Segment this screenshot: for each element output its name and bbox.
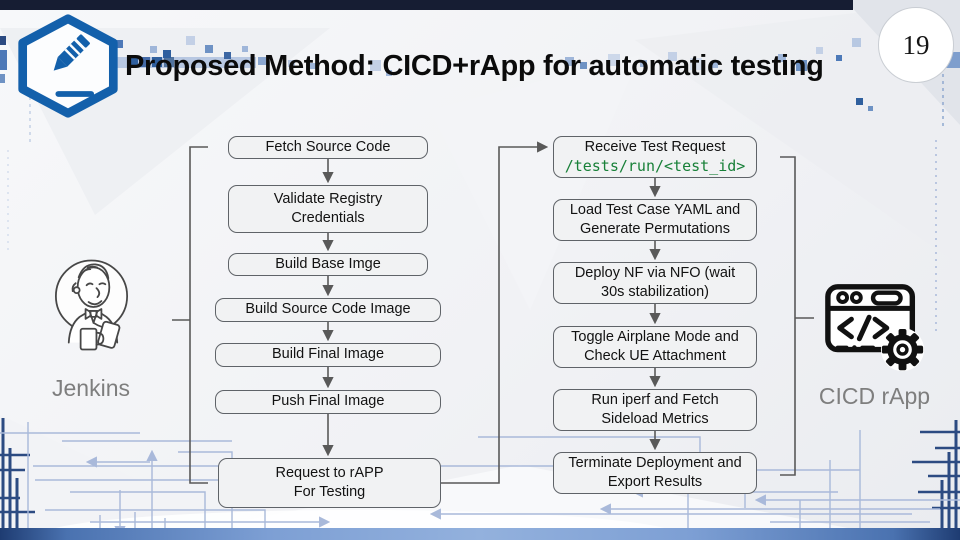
flow-step-label: Request to rAPP For Testing <box>275 464 384 500</box>
bottom-gradient-bar <box>0 528 960 540</box>
cicd-rapp-label: CICD rApp <box>818 383 931 409</box>
flow-step-endpoint-code: /tests/run/<test_id> <box>564 157 746 176</box>
flow-step-validate-registry-credentials: Validate Registry Credentials <box>228 185 428 233</box>
page-number: 19 <box>902 29 930 60</box>
flow-step-label: Run iperf and Fetch Sideload Metrics <box>591 391 719 427</box>
browser-code-gear-icon <box>825 284 925 372</box>
flow-step-terminate-deployment: Terminate Deployment and Export Results <box>553 452 757 494</box>
flow-step-label: Build Final Image <box>271 346 385 363</box>
flow-step-label: Terminate Deployment and Export Results <box>568 454 742 490</box>
top-navy-bar <box>0 0 853 10</box>
flow-step-build-final-image: Build Final Image <box>215 343 441 367</box>
slide-title: Proposed Method: CICD+rApp for automatic… <box>125 50 824 82</box>
page-number-badge: 19 <box>878 7 954 83</box>
flow-step-label: Load Test Case YAML and Generate Permuta… <box>569 201 741 237</box>
flow-step-deploy-nf-via-nfo: Deploy NF via NFO (wait 30s stabilizatio… <box>553 262 757 304</box>
flow-step-load-test-case-yaml: Load Test Case YAML and Generate Permuta… <box>553 199 757 241</box>
jenkins-label: Jenkins <box>52 375 130 401</box>
flow-step-label: Deploy NF via NFO (wait 30s stabilizatio… <box>574 264 736 300</box>
flow-step-label: Build Source Code Image <box>245 301 411 318</box>
gear-icon <box>880 328 925 372</box>
flow-step-label: Receive Test Request <box>584 139 726 156</box>
flow-step-label: Fetch Source Code <box>265 138 391 155</box>
flow-step-label: Build Base Imge <box>275 255 381 272</box>
flow-step-label: Validate Registry Credentials <box>273 190 383 226</box>
flow-step-label: Push Final Image <box>271 393 385 410</box>
flow-step-label: Toggle Airplane Mode and Check UE Attach… <box>571 328 739 364</box>
flow-step-push-final-image: Push Final Image <box>215 390 441 414</box>
flow-step-receive-test-request: Receive Test Request /tests/run/<test_id… <box>553 136 757 178</box>
flow-step-build-base-image: Build Base Imge <box>228 253 428 276</box>
hexagon-pencil-logo-icon <box>18 14 118 118</box>
flow-step-fetch-source-code: Fetch Source Code <box>228 136 428 159</box>
flow-step-toggle-airplane-mode: Toggle Airplane Mode and Check UE Attach… <box>553 326 757 368</box>
flow-step-run-iperf: Run iperf and Fetch Sideload Metrics <box>553 389 757 431</box>
jenkins-mascot-icon <box>54 259 129 351</box>
flow-step-build-source-code-image: Build Source Code Image <box>215 298 441 322</box>
flow-step-request-to-rapp: Request to rAPP For Testing <box>218 458 441 508</box>
